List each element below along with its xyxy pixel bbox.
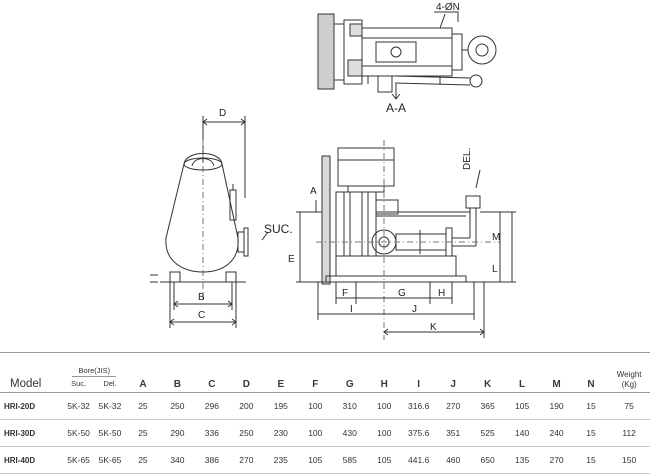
value-cell: 240 <box>549 428 564 438</box>
table-row: HRI-40D 5K-65 5K-65 25 340 386 270 235 1… <box>0 447 650 474</box>
value-cell: 105 <box>377 455 392 465</box>
value-cell: 525 <box>480 428 495 438</box>
col-header-d: D <box>242 379 250 390</box>
side-view-tank <box>150 116 269 328</box>
value-cell: 100 <box>308 401 323 411</box>
value-cell: 386 <box>204 455 219 465</box>
value-cell: 336 <box>204 428 219 438</box>
value-cell: 100 <box>308 428 323 438</box>
model-header: Model <box>10 378 42 390</box>
value-cell: 316.6 <box>408 401 430 411</box>
col-header-l: L <box>519 379 526 390</box>
dim-m-label: M <box>492 232 500 243</box>
weight-cell: 112 <box>622 428 636 438</box>
value-cell: 230 <box>273 428 288 438</box>
value-cell: 140 <box>515 428 530 438</box>
del-header: Del. <box>103 378 117 388</box>
model-cell: HRI-30D <box>4 428 36 438</box>
dim-f-label: F <box>342 288 348 299</box>
dim-c-label: C <box>198 310 205 321</box>
dim-l-label: L <box>492 264 498 275</box>
suc-cell: 5K-65 <box>67 455 90 465</box>
dim-h-label: H <box>438 288 445 299</box>
suc-header: Suc. <box>71 378 87 388</box>
value-cell: 310 <box>342 401 357 411</box>
front-view-pump-unit <box>296 140 516 340</box>
del-label: DEL. <box>462 148 473 170</box>
value-cell: 250 <box>170 401 185 411</box>
spec-table: Model Bore(JIS) A B C D E F G H I J K L … <box>0 352 650 474</box>
dim-a-label: A <box>310 186 317 197</box>
col-header-g: G <box>345 379 354 390</box>
col-header-a: A <box>139 379 147 390</box>
col-header-f: F <box>312 379 319 390</box>
model-cell: HRI-40D <box>4 455 36 465</box>
holes-label: 4-ØN <box>436 2 460 13</box>
value-cell: 430 <box>342 428 357 438</box>
col-header-n: N <box>587 379 595 390</box>
value-cell: 351 <box>446 428 461 438</box>
dim-b-label: B <box>198 292 205 303</box>
value-cell: 296 <box>204 401 219 411</box>
value-cell: 15 <box>586 428 596 438</box>
col-header-k: K <box>484 379 492 390</box>
value-cell: 650 <box>480 455 495 465</box>
suc-cell: 5K-50 <box>67 428 90 438</box>
value-cell: 340 <box>170 455 185 465</box>
value-cell: 135 <box>515 455 530 465</box>
model-cell: HRI-20D <box>4 401 36 411</box>
section-label: A-A <box>386 101 406 115</box>
value-cell: 235 <box>273 455 288 465</box>
value-cell: 441.6 <box>408 455 430 465</box>
value-cell: 270 <box>239 455 254 465</box>
col-header-b: B <box>173 379 182 390</box>
table-row: HRI-30D 5K-50 5K-50 25 290 336 250 230 1… <box>0 420 650 447</box>
technical-drawing: 4-ØN A-A D B C SUC. DEL. A E F G H I J K… <box>150 2 516 340</box>
table-row: HRI-20D 5K-32 5K-32 25 250 296 200 195 1… <box>0 393 650 420</box>
value-cell: 25 <box>138 428 148 438</box>
value-cell: 15 <box>586 401 596 411</box>
value-cell: 585 <box>342 455 357 465</box>
value-cell: 100 <box>377 401 392 411</box>
col-header-h: H <box>380 379 388 390</box>
value-cell: 460 <box>446 455 461 465</box>
col-header-i: I <box>417 379 421 390</box>
dim-g-label: G <box>398 288 406 299</box>
top-view-section-aa <box>317 11 497 100</box>
weight-cell: 150 <box>622 455 637 465</box>
weight-cell: 75 <box>624 401 634 411</box>
del-cell: 5K-65 <box>98 455 122 465</box>
dim-k-label: K <box>430 322 437 333</box>
col-header-j: J <box>450 379 456 390</box>
value-cell: 270 <box>446 401 461 411</box>
del-cell: 5K-32 <box>98 401 122 411</box>
col-header-e: E <box>277 379 285 390</box>
value-cell: 195 <box>273 401 288 411</box>
value-cell: 365 <box>480 401 495 411</box>
dim-j-label: J <box>412 304 417 315</box>
value-cell: 200 <box>239 401 254 411</box>
bore-header: Bore(JIS) <box>63 353 126 379</box>
dim-i-label: I <box>350 304 353 315</box>
value-cell: 105 <box>515 401 530 411</box>
value-cell: 25 <box>138 401 148 411</box>
value-cell: 375.6 <box>408 428 430 438</box>
suc-label: SUC. <box>264 222 293 236</box>
col-header-c: C <box>208 379 216 390</box>
value-cell: 15 <box>586 455 596 465</box>
value-cell: 105 <box>308 455 323 465</box>
value-cell: 100 <box>377 428 392 438</box>
suc-cell: 5K-32 <box>67 401 90 411</box>
value-cell: 250 <box>239 428 254 438</box>
value-cell: 25 <box>138 455 148 465</box>
del-cell: 5K-50 <box>98 428 122 438</box>
value-cell: 290 <box>170 428 185 438</box>
dim-d-label: D <box>219 108 226 119</box>
col-header-m: M <box>552 379 561 390</box>
weight-header: Weight(Kg) <box>616 370 642 389</box>
dim-e-label: E <box>288 254 295 265</box>
value-cell: 190 <box>549 401 564 411</box>
value-cell: 270 <box>549 455 564 465</box>
